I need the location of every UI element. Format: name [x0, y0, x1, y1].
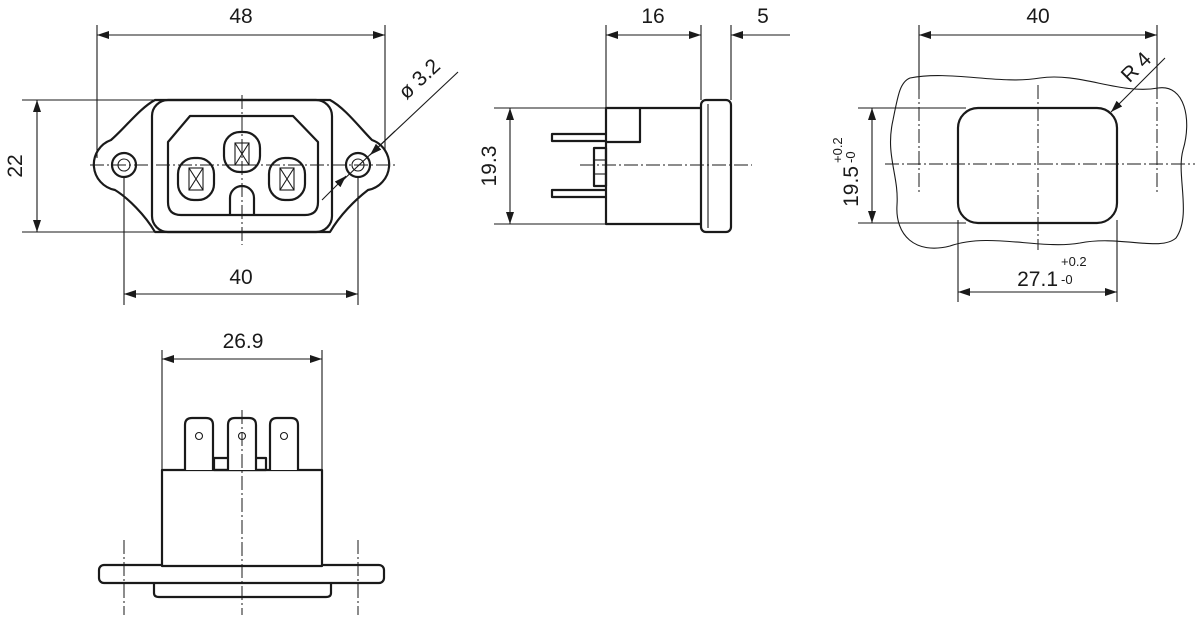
- label-side-height: 19.3: [478, 146, 501, 187]
- bottom-view: 26.9: [97, 330, 386, 615]
- left-pin-mark: [188, 167, 204, 191]
- label-hole-pitch: 40: [229, 266, 252, 289]
- label-cutout-width-tol-minus: -0: [1061, 272, 1073, 287]
- label-cutout-height: 19.5 +0.2 -0: [830, 137, 863, 207]
- terminal-right: [268, 416, 300, 470]
- label-cutout-height-tol-minus: -0: [843, 151, 858, 163]
- right-pin-outer: [267, 156, 307, 202]
- label-cutout-height-tol-plus: +0.2: [830, 137, 845, 163]
- label-cutout-width-tol-plus: +0.2: [1061, 254, 1087, 269]
- side-view: 16 5 19.3: [478, 5, 790, 234]
- label-hole-diameter: ø 3.2: [394, 55, 445, 104]
- left-pin-inner: [188, 167, 204, 191]
- leader-radius: [1110, 57, 1166, 113]
- right-pin-inner: [279, 167, 295, 191]
- label-bottom-width: 26.9: [223, 330, 264, 353]
- earth-pin-mark: [234, 142, 250, 166]
- side-body: [604, 106, 704, 226]
- front-inlet-opening: [166, 114, 320, 217]
- label-cutout-width: 27.1 +0.2 -0: [1017, 254, 1087, 291]
- panel-cutout-view: 40 R 4 19.5 +0.2 -0 27.1 +0.2 -0: [830, 5, 1195, 302]
- terminal-left: [183, 416, 215, 470]
- right-pin-mark: [279, 167, 295, 191]
- label-body-depth: 16: [641, 5, 664, 28]
- side-bottom-terminal: [550, 188, 606, 199]
- label-overall-width: 48: [229, 5, 252, 28]
- leader-hole-diameter: [340, 71, 459, 183]
- svg-text:27.1: 27.1: [1017, 268, 1058, 291]
- side-top-terminal: [550, 132, 606, 143]
- side-flange: [699, 98, 733, 234]
- side-terminal-clip: [592, 146, 608, 188]
- label-front-height: 22: [4, 154, 27, 177]
- left-pin-outer: [176, 156, 216, 202]
- front-view: 48 22 40 ø 3.2: [4, 5, 459, 305]
- side-latch: [606, 108, 642, 144]
- label-cutout-pitch: 40: [1026, 5, 1049, 28]
- label-cutout-radius: R 4: [1117, 47, 1157, 87]
- label-flange-thickness: 5: [757, 5, 769, 28]
- panel-wavy-outline: [889, 75, 1188, 249]
- svg-text:19.5: 19.5: [840, 166, 863, 207]
